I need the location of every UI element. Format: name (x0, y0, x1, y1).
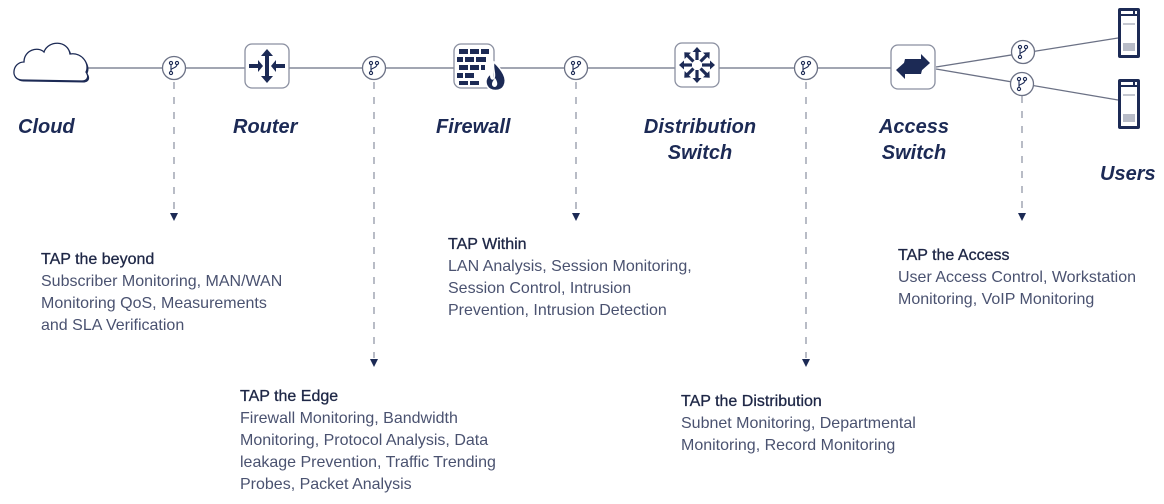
arrowhead-icon (370, 359, 378, 367)
tap-title: TAP the Distribution (681, 393, 822, 410)
tap-title: TAP the beyond (41, 251, 155, 268)
workstation-icon (1117, 78, 1141, 130)
node-label-cloud: Cloud (18, 116, 75, 138)
node-label-line: Access (878, 116, 950, 138)
tap-info-access: TAP the Access User Access Control, Work… (898, 245, 1136, 311)
arrowhead-icon (1018, 213, 1026, 221)
tap-title: TAP Within (448, 236, 527, 253)
distribution-switch-icon (674, 42, 720, 88)
router-icon (244, 43, 290, 89)
network-tap-icon (161, 55, 187, 81)
node-label-firewall: Firewall (436, 116, 511, 138)
tap-title: TAP the Access (898, 247, 1010, 264)
arrowhead-icon (170, 213, 178, 221)
workstation-icon (1117, 7, 1141, 59)
tap-info-edge: TAP the Edge Firewall Monitoring, Bandwi… (240, 386, 496, 496)
tap-info-within: TAP Within LAN Analysis, Session Monitor… (448, 234, 692, 322)
arrowhead-icon (572, 213, 580, 221)
node-label-users: Users (1100, 163, 1156, 185)
node-label-access-switch: Access Switch (872, 114, 956, 166)
network-tap-icon (793, 55, 819, 81)
network-tap-icon (563, 55, 589, 81)
node-label-router: Router (233, 116, 298, 138)
network-tap-icon (1009, 71, 1035, 97)
network-tap-icon (1010, 39, 1036, 65)
tap-info-distribution: TAP the Distribution Subnet Monitoring, … (681, 391, 916, 457)
tap-description: Firewall Monitoring, Bandwidth Monitorin… (240, 410, 496, 493)
tap-description: User Access Control, Workstation Monitor… (898, 269, 1137, 308)
tap-description: Subnet Monitoring, Departmental Monitori… (681, 415, 916, 454)
tap-description: Subscriber Monitoring, MAN/WAN Monitorin… (41, 273, 283, 334)
tap-info-beyond: TAP the beyond Subscriber Monitoring, MA… (41, 249, 282, 337)
node-label-line: Switch (881, 142, 947, 164)
node-label-distribution-switch: Distribution Switch (638, 114, 762, 166)
node-label-line: Distribution (643, 116, 757, 138)
arrowhead-icon (802, 359, 810, 367)
tap-description: LAN Analysis, Session Monitoring, Sessio… (448, 258, 692, 319)
network-tap-icon (361, 55, 387, 81)
access-switch-icon (890, 44, 936, 90)
tap-title: TAP the Edge (240, 388, 339, 405)
firewall-icon (453, 43, 506, 92)
cloud-icon (13, 42, 90, 83)
node-label-line: Switch (667, 142, 733, 164)
